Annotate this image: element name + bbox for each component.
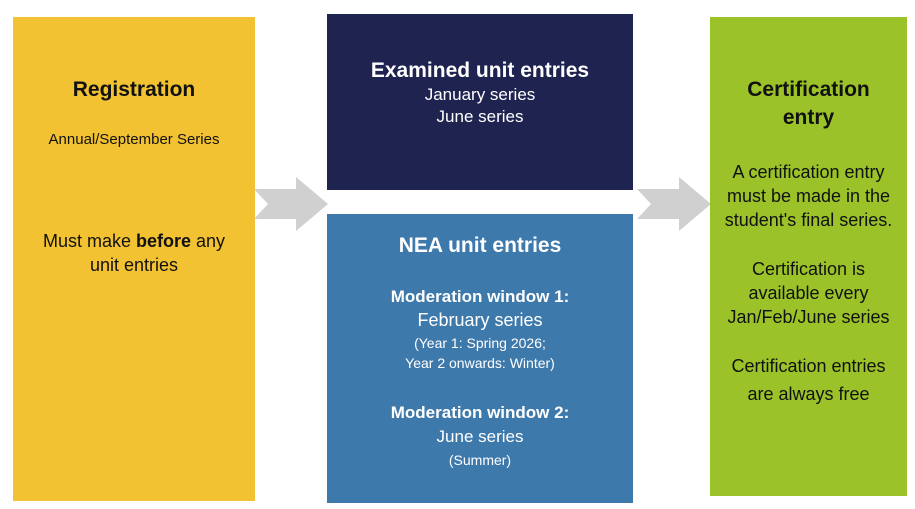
certification-para3-line1: Certification entries [731, 356, 886, 376]
nea-window1-note-line1: (Year 1: Spring 2026; [414, 335, 546, 351]
examined-line1: January series [424, 85, 536, 104]
certification-para2-line2: available every [748, 283, 869, 303]
arrow-1-shape [254, 177, 328, 231]
certification-para1-line3: student's final series. [724, 210, 893, 230]
examined-title: Examined unit entries [370, 59, 590, 82]
nea-title: NEA unit entries [398, 234, 562, 257]
certification-title-line2: entry [782, 106, 835, 129]
nea-window2-note: (Summer) [448, 452, 512, 468]
arrow-2-shape [637, 177, 711, 231]
nea-window1-note-line2: Year 2 onwards: Winter) [405, 355, 555, 371]
registration-note-suffix: any [191, 231, 226, 251]
arrow-right-icon [637, 177, 711, 231]
nea-window2-title: Moderation window 2: [390, 403, 570, 422]
registration-note-line2: unit entries [89, 255, 179, 275]
registration-box: Registration Annual/September Series Mus… [13, 17, 255, 501]
certification-title-line1: Certification [747, 78, 870, 101]
nea-window2-series: June series [436, 427, 524, 446]
certification-entry-box: Certification entry A certification entr… [710, 17, 907, 496]
registration-note-prefix: Must make [42, 231, 136, 251]
registration-note-bold: before [135, 231, 191, 251]
certification-para2-line3: Jan/Feb/June series [727, 307, 890, 327]
certification-para3-line2: are always free [747, 384, 870, 404]
certification-para1-line1: A certification entry [732, 162, 885, 182]
registration-series: Annual/September Series [48, 131, 220, 148]
arrow-right-icon [254, 177, 328, 231]
examined-line2: June series [436, 107, 524, 126]
certification-para2-line1: Certification is [751, 259, 866, 279]
certification-para1-line2: must be made in the [726, 186, 891, 206]
nea-unit-entries-box: NEA unit entries Moderation window 1: Fe… [327, 214, 633, 503]
nea-window1-title: Moderation window 1: [390, 287, 570, 306]
registration-title: Registration [72, 78, 196, 101]
examined-unit-entries-box: Examined unit entries January series Jun… [327, 14, 633, 190]
registration-note-line1: Must make before any [13, 229, 255, 253]
nea-window1-series: February series [417, 310, 543, 330]
